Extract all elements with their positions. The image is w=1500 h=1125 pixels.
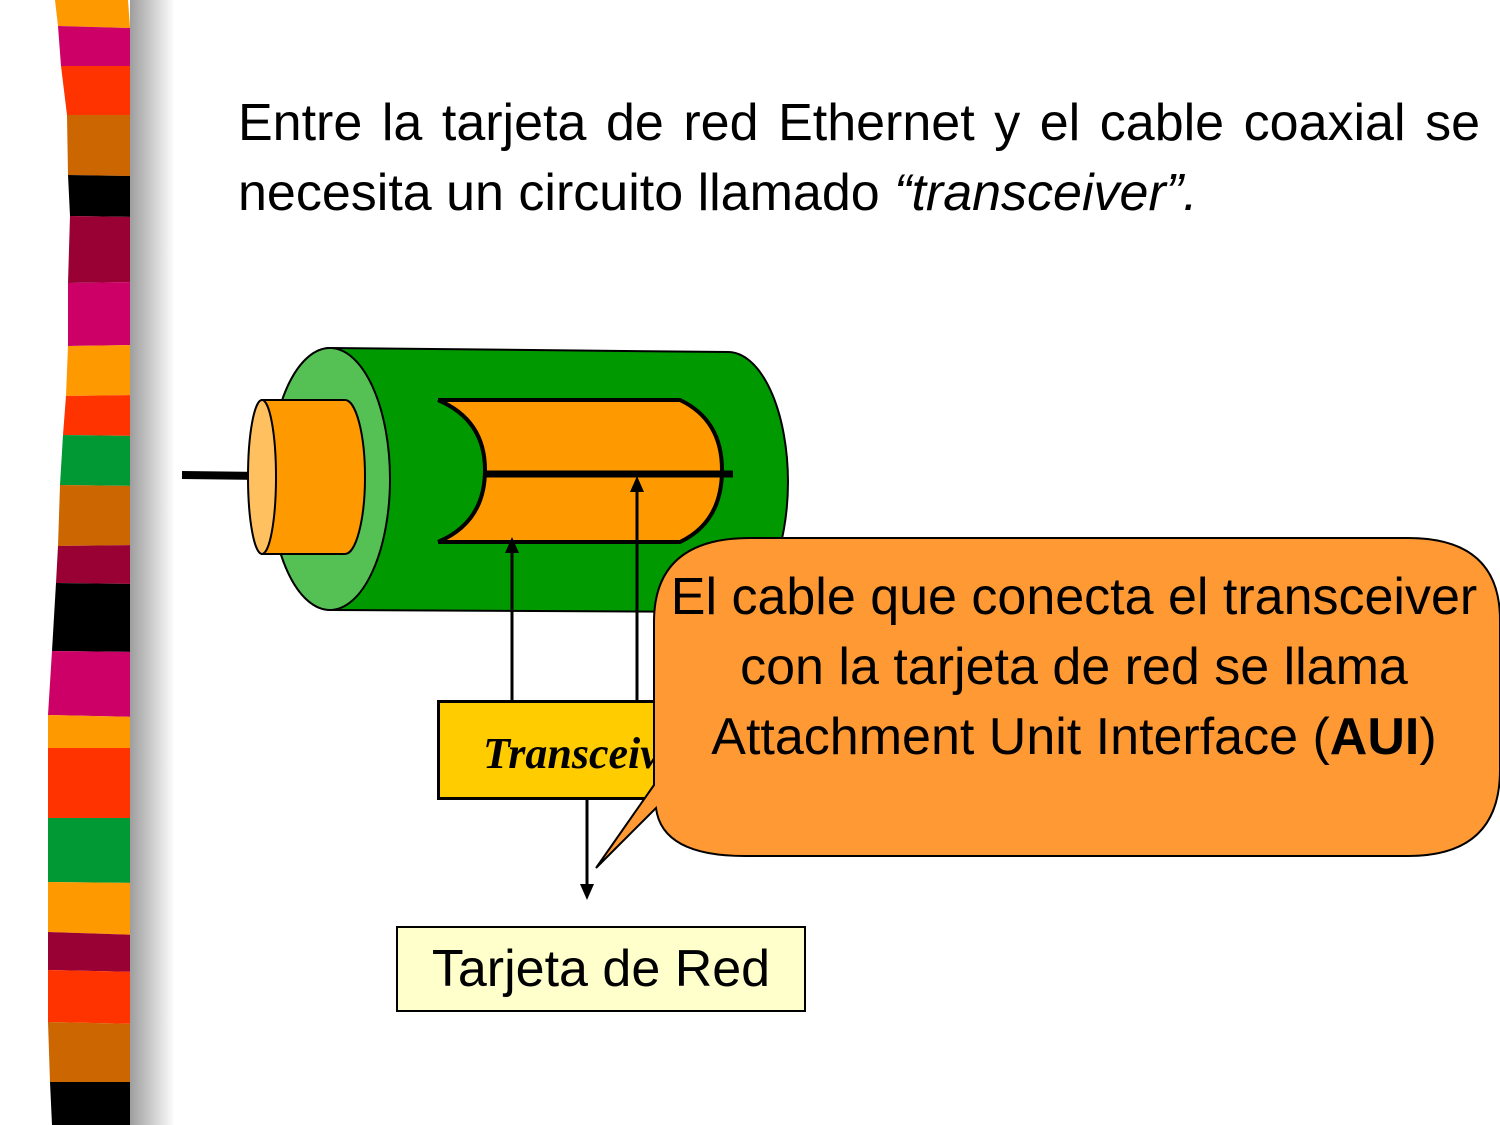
dielectric-stub	[261, 399, 366, 555]
arrow-to-shield	[505, 537, 519, 553]
intro-text: Entre la tarjeta de red Ethernet y el ca…	[238, 94, 1480, 222]
arrow-to-conductor	[630, 476, 644, 492]
callout-text-bold: AUI	[1329, 708, 1420, 766]
transceiver-label: Transceiver	[483, 729, 670, 778]
decorative-stripe-bar	[48, 0, 135, 1125]
intro-emphasis: “transceiver”.	[894, 164, 1198, 222]
arrow-to-nic	[580, 884, 594, 900]
intro-paragraph: Entre la tarjeta de red Ethernet y el ca…	[238, 88, 1480, 228]
callout-text: El cable que conecta el transceiver con …	[664, 562, 1484, 772]
network-card-box: Tarjeta de Red	[396, 926, 806, 1012]
callout-text-after: )	[1419, 708, 1437, 766]
dielectric-stub-face	[247, 399, 277, 555]
callout-text-before: El cable que conecta el transceiver con …	[670, 568, 1478, 766]
transceiver-box: Transceiver	[437, 700, 673, 800]
stripe-bar-shadow	[130, 0, 175, 1125]
network-card-label: Tarjeta de Red	[431, 940, 771, 998]
